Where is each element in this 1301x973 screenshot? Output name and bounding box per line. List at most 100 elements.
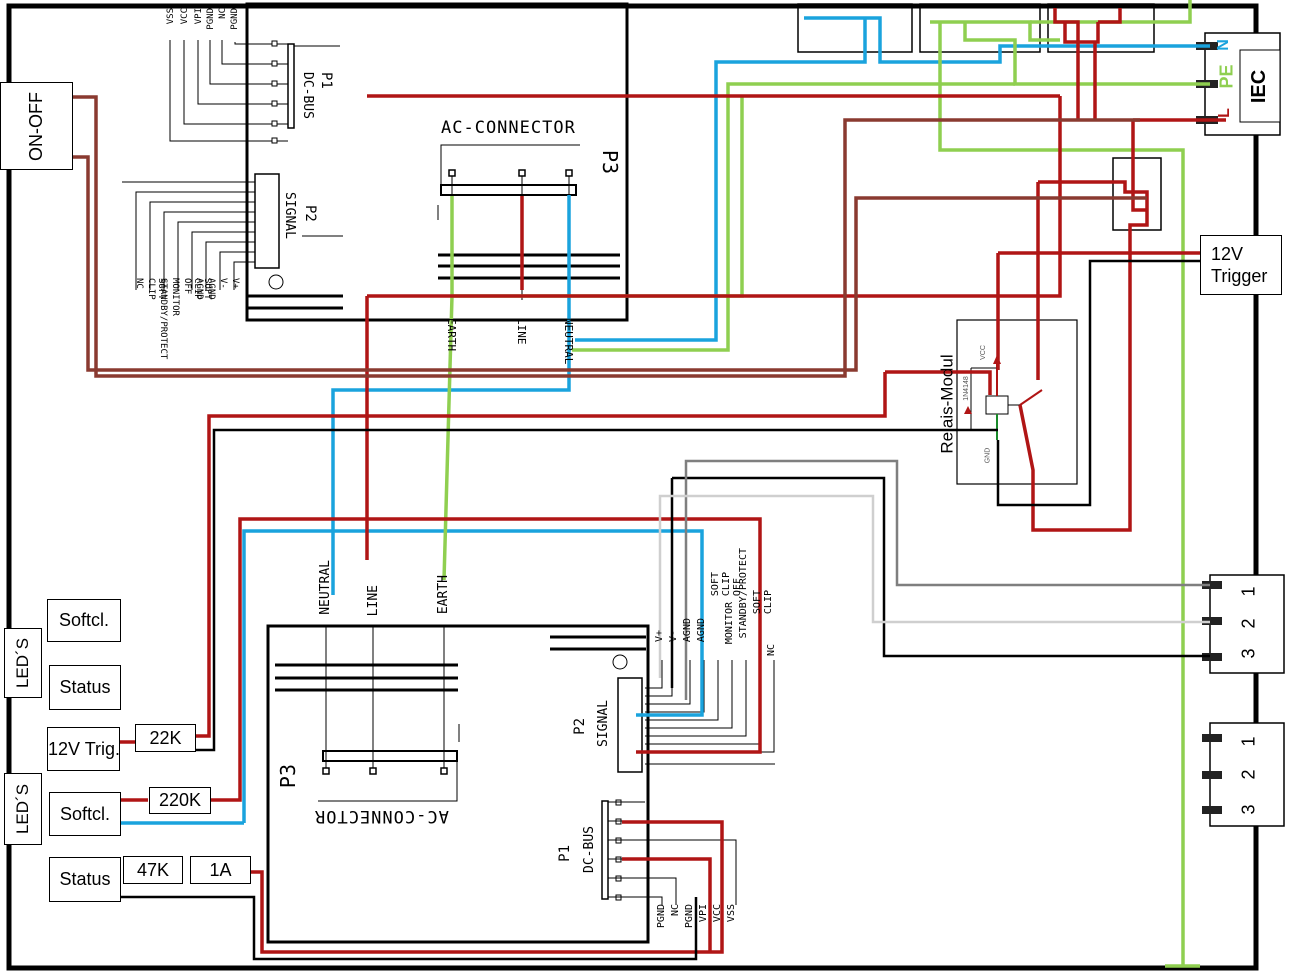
module-bottom-board: [266, 624, 650, 944]
bottom-p2-pin-7: STANDBY/PROTECT: [738, 548, 749, 639]
top-p2-pin-4: AGND: [194, 278, 204, 300]
top-p2-pin-8: SOFT CLIP: [146, 278, 166, 300]
connector-bottom-pin-2: 2: [1238, 769, 1259, 780]
relay-module: [956, 319, 1078, 485]
bottom-p1-pin-1: PGND: [656, 904, 667, 929]
top-p2-pin-7: STANDBY/PROTECT: [158, 278, 168, 360]
led-group-1-label: LED´S: [13, 637, 33, 689]
fuse-1a: 1A: [190, 856, 251, 884]
bottom-p3-header: [322, 750, 458, 762]
top-p1-pin-4: VPI: [194, 8, 204, 25]
connector-top-pins: 1 2 3: [1238, 575, 1268, 673]
bottom-p2-pin-9: NC: [766, 644, 777, 657]
connector-top-pin-3: 3: [1238, 648, 1259, 659]
led-status-2-label: Status: [59, 869, 111, 889]
signal-wire-grey: [684, 459, 1210, 700]
connector-top-pin-2: 2: [1238, 618, 1259, 629]
led-trigger-label: 12V Trig.: [48, 738, 121, 759]
bottom-p3-pin-earth: EARTH: [436, 575, 451, 615]
led-group-1: LED´S: [4, 628, 42, 698]
on-off-switch[interactable]: ON-OFF: [0, 82, 73, 170]
top-p2-title: SIGNAL: [282, 192, 297, 239]
top-p3-pin-line: LINE: [515, 318, 528, 345]
iec-label-wrap: IEC: [1240, 50, 1280, 122]
bottom-p2-header: [617, 677, 643, 773]
top-p3-pin-neutral: NEUTRAL: [562, 318, 575, 365]
top-p1-pin-2: NC: [218, 8, 228, 19]
connector-3pin-bottom: [1202, 722, 1285, 827]
connector-bottom-pin-3: 3: [1238, 804, 1259, 815]
trigger-label-line1: 12V: [1211, 244, 1244, 264]
led-softclip-1-label: Softcl.: [58, 610, 110, 630]
amp-module-bottom: [266, 624, 775, 944]
signal-wire-lightgrey: [658, 494, 1210, 678]
bottom-p2-pin-3: AGND: [682, 618, 693, 643]
led-softclip-2-label: Softcl.: [59, 803, 111, 824]
led-group-2-label: LED´S: [13, 783, 33, 835]
bottom-p2-pin-2: V-: [668, 630, 679, 643]
top-p2-header: [254, 173, 280, 269]
ground-wires: [120, 259, 1210, 961]
top-p2-pin-5: SOFT CLIP OFF: [182, 278, 212, 300]
top-p3-header: [440, 184, 577, 196]
led-softclip-2: Softcl.: [49, 792, 121, 836]
line-wires: [120, 8, 1226, 954]
connector-bottom-pins: 1 2 3: [1238, 723, 1268, 826]
fuse-1a-label: 1A: [209, 859, 232, 880]
iec-n-label: N: [1214, 39, 1232, 51]
bottom-p1-pin-2: NC: [670, 904, 681, 917]
terminal-block-earth: [919, 3, 1041, 53]
top-p1-pin-3: PGND: [206, 8, 216, 30]
resistor-22k: 22K: [135, 724, 196, 752]
module-top-board: [245, 2, 629, 322]
bottom-p2-pin-8: SOFT CLIP: [752, 590, 774, 615]
on-off-label: ON-OFF: [26, 91, 46, 161]
led-status-2: Status: [49, 857, 121, 902]
bottom-p2-name: P2: [572, 718, 588, 735]
top-p3-pin-earth: EARTH: [445, 318, 458, 352]
relay-diode-label: 1N4148: [962, 376, 970, 401]
trigger-input-jack[interactable]: 12V Trigger: [1200, 235, 1282, 295]
top-p3-name: P3: [598, 150, 622, 175]
bottom-p1-header: [601, 800, 609, 900]
bottom-p3-pin-neutral: NEUTRAL: [318, 560, 333, 615]
iec-pe-label: PE: [1216, 64, 1237, 89]
bottom-p2-pin-4: AGND: [696, 618, 707, 643]
led-status-1-label: Status: [59, 677, 111, 697]
bottom-p3-title: AC-CONNECTOR: [314, 806, 449, 826]
bottom-p1-pin-6: VSS: [726, 904, 737, 923]
switch-contact-block: [1112, 157, 1162, 231]
resistor-220k: 220K: [149, 787, 211, 814]
top-p1-name: P1: [318, 72, 334, 89]
resistor-220k-label: 220K: [158, 790, 202, 810]
switch-wires: [72, 95, 1147, 378]
led-trigger: 12V Trig.: [47, 727, 120, 771]
connector-bottom-pin-1: 1: [1238, 736, 1259, 747]
top-p3-title: AC-CONNECTOR: [441, 118, 576, 138]
bottom-p2-title: SIGNAL: [596, 700, 611, 747]
bottom-p2-pin-1: V+: [654, 630, 665, 643]
terminal-block-line: [1047, 3, 1155, 53]
bottom-p1-pin-3: PGND: [684, 904, 695, 929]
led-group-2: LED´S: [4, 773, 42, 845]
led-status-1: Status: [49, 665, 121, 710]
top-p1-pin-6: VSS: [166, 8, 176, 25]
connector-3pin-top: [1202, 574, 1285, 674]
connector-top-pin-1: 1: [1238, 586, 1259, 597]
relay-vcc-label: VCC: [979, 345, 987, 360]
top-p1-header: [287, 43, 295, 129]
top-p2-pin-6: MONITOR: [170, 278, 180, 316]
led-softclip-1: Softcl.: [47, 599, 121, 642]
top-p1-title: DC-BUS: [300, 72, 315, 119]
top-p2-pin-3: AGND: [206, 278, 216, 300]
iec-label: IEC: [1248, 69, 1271, 103]
top-p2-pin-1: V+: [230, 278, 240, 289]
top-p1-pin-5: VCC: [180, 8, 190, 25]
terminal-block-neutral: [797, 3, 913, 53]
top-p2-pin-9: NC: [134, 278, 144, 289]
bottom-p3-name: P3: [276, 764, 300, 789]
relay-gnd-label: GND: [984, 447, 992, 464]
bottom-p1-pin-5: VCC: [712, 904, 723, 923]
bottom-p1-name: P1: [557, 845, 573, 862]
